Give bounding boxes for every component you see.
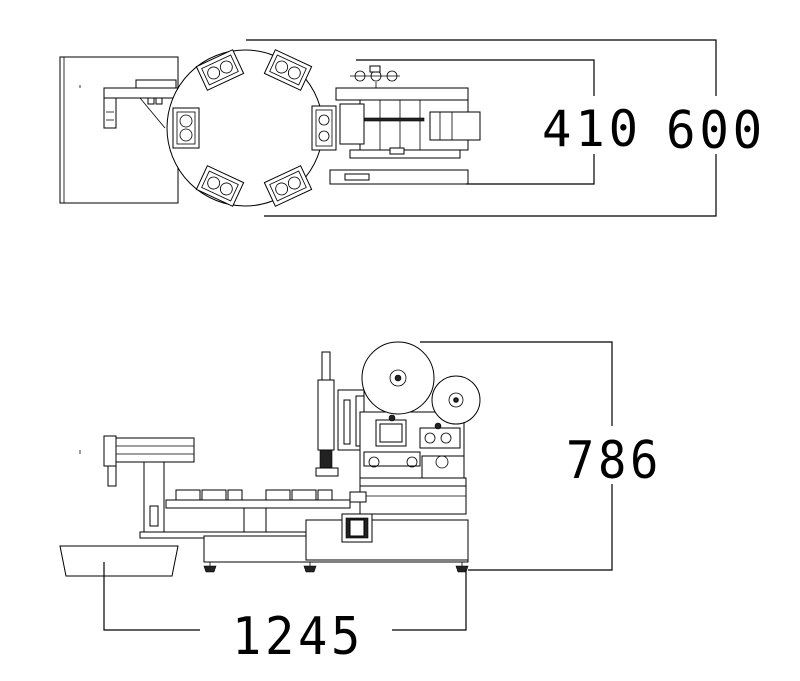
dimension-600: 600 xyxy=(666,101,766,161)
holder-2 xyxy=(263,49,313,91)
infeed-box xyxy=(59,56,179,204)
holder-4 xyxy=(195,165,245,207)
dim-1245-group: 1245 xyxy=(200,604,392,667)
dimension-786: 786 xyxy=(566,431,662,491)
label-roll-large xyxy=(361,341,435,415)
feed-arm xyxy=(103,79,193,129)
foot-2 xyxy=(303,565,317,573)
top-view xyxy=(59,39,717,217)
holder-3 xyxy=(172,107,200,149)
dim-410-group: 410 xyxy=(536,96,646,158)
holder-station xyxy=(311,105,337,151)
collection-bin xyxy=(59,545,179,577)
labeling-head-top xyxy=(329,65,481,185)
front-view xyxy=(59,341,613,631)
holder-5 xyxy=(263,165,313,207)
foot-1 xyxy=(203,565,217,573)
rotary-table xyxy=(166,49,337,207)
dimension-1245: 1245 xyxy=(232,607,364,667)
dim-786-group: 786 xyxy=(560,426,670,491)
products-on-table xyxy=(175,489,333,501)
dim-600-group: 600 xyxy=(660,96,770,161)
dimension-410: 410 xyxy=(542,100,642,158)
table-plate xyxy=(165,499,351,509)
holder-1 xyxy=(195,49,245,91)
infeed-arm-front xyxy=(79,435,195,533)
label-roll-small xyxy=(431,375,481,425)
